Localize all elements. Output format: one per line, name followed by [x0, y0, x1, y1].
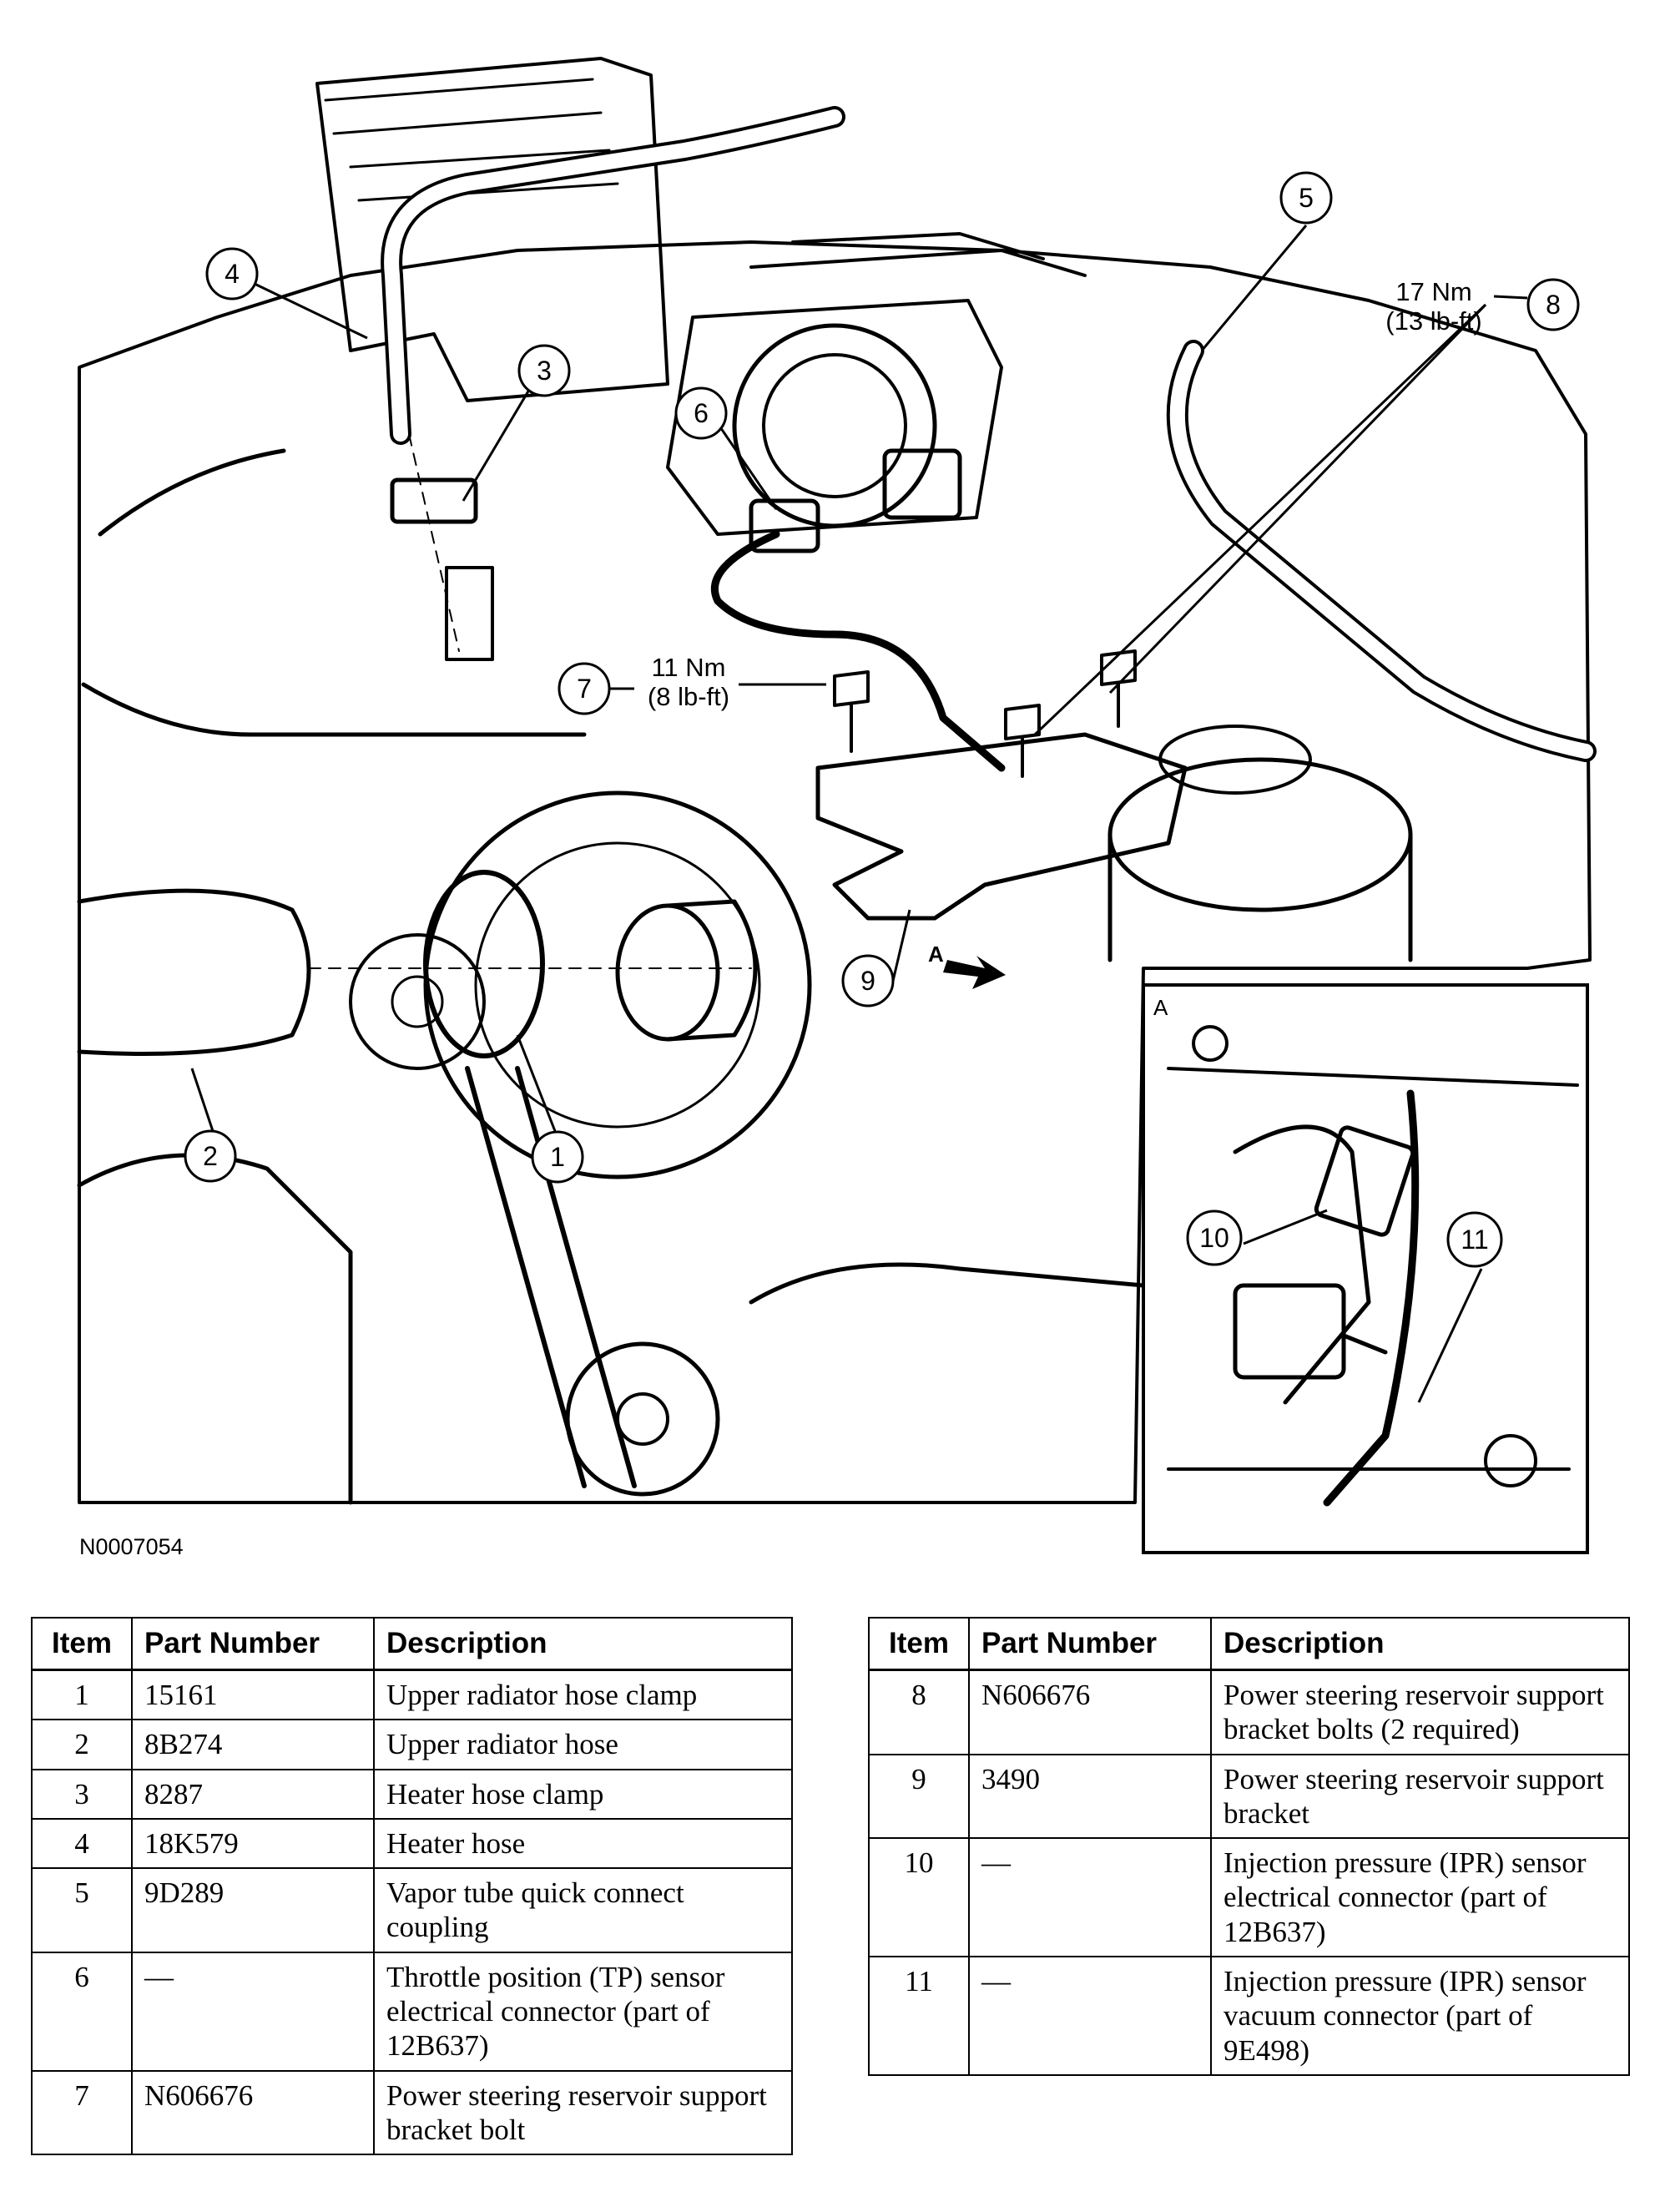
header-description: Description — [373, 1617, 793, 1671]
callout-8: 8 — [1546, 290, 1561, 320]
cell-item: 9 — [868, 1753, 970, 1840]
ps-bracket — [815, 732, 1188, 921]
cell-description: Throttle position (TP) sensor electrical… — [373, 1951, 793, 2072]
cell-part-number: — — [131, 1951, 375, 2072]
cell-item: 11 — [868, 1956, 970, 2076]
figure-id: N0007054 — [79, 1534, 184, 1559]
cell-item: 6 — [31, 1951, 133, 2072]
cell-item: 7 — [31, 2069, 133, 2156]
cell-part-number: — — [968, 1837, 1212, 1958]
callout-11: 11 — [1461, 1225, 1488, 1255]
callout-3: 3 — [537, 356, 552, 386]
header-description: Description — [1210, 1617, 1630, 1671]
cell-description: Power steering reservoir support bracket… — [1210, 1669, 1630, 1755]
upper-radiator-hose — [77, 888, 311, 1056]
cell-part-number: 9D289 — [131, 1867, 375, 1953]
table-row: 11—Injection pressure (IPR) sensor vacuu… — [868, 1956, 1630, 2076]
ipr-connector — [1314, 1125, 1415, 1237]
engine-diagram: 1 2 3 4 5 6 7 8 9 10 11 11 Nm (8 lb-ft) … — [77, 57, 1597, 1554]
callout-10: 10 — [1199, 1223, 1229, 1253]
heater-hose-clamp — [390, 477, 478, 524]
header-item: Item — [868, 1617, 970, 1671]
cell-description: Upper radiator hose clamp — [373, 1669, 793, 1721]
cell-description: Injection pressure (IPR) sensor electric… — [1210, 1837, 1630, 1958]
cell-description: Upper radiator hose — [373, 1719, 793, 1770]
bolt-8a — [1004, 704, 1041, 778]
callout-7: 7 — [577, 674, 592, 704]
inset-a-label: A — [1153, 995, 1168, 1020]
cell-description: Vapor tube quick connect coupling — [373, 1867, 793, 1953]
view-a-label: A — [928, 942, 944, 967]
cell-part-number: — — [968, 1956, 1212, 2076]
torque-7-nm: 11 Nm — [651, 653, 725, 682]
table-row: 6—Throttle position (TP) sensor electric… — [31, 1951, 793, 2072]
callout-4: 4 — [225, 259, 240, 289]
bolt-7 — [833, 670, 870, 753]
cell-part-number: 18K579 — [131, 1817, 375, 1870]
cell-part-number: 3490 — [968, 1753, 1212, 1840]
header-item: Item — [31, 1617, 133, 1671]
callout-9: 9 — [860, 966, 875, 996]
cell-part-number: N606676 — [131, 2069, 375, 2156]
ipr-vacuum-line — [1323, 1089, 1420, 1507]
cell-item: 8 — [868, 1669, 970, 1755]
cell-part-number: 8287 — [131, 1768, 375, 1820]
cell-description: Power steering reservoir support bracket — [1210, 1753, 1630, 1840]
cell-item: 5 — [31, 1867, 133, 1953]
cell-description: Power steering reservoir support bracket… — [373, 2069, 793, 2156]
drive-belt — [465, 1066, 637, 1488]
callout-6: 6 — [694, 398, 709, 428]
callout-1: 1 — [550, 1142, 565, 1172]
ipr-sensor — [1233, 1283, 1346, 1380]
cell-part-number: 15161 — [131, 1669, 375, 1721]
cell-item: 4 — [31, 1817, 133, 1870]
torque-7-lbft: (8 lb-ft) — [648, 682, 729, 711]
table-row: 10—Injection pressure (IPR) sensor elect… — [868, 1837, 1630, 1958]
ps-reservoir — [1107, 757, 1413, 912]
cell-description: Heater hose — [373, 1817, 793, 1870]
hose-clamp — [423, 870, 545, 1058]
callout-2: 2 — [203, 1141, 218, 1171]
cell-description: Injection pressure (IPR) sensor vacuum c… — [1210, 1956, 1630, 2076]
cell-item: 3 — [31, 1768, 133, 1820]
view-a-arrow — [943, 956, 1006, 989]
torque-8-lbft: (13 lb-ft) — [1385, 306, 1481, 336]
bolt-8b — [1100, 649, 1137, 728]
cell-item: 2 — [31, 1719, 133, 1770]
header-part-number: Part Number — [968, 1617, 1212, 1671]
tp-sensor-harness — [710, 530, 1006, 772]
torque-8-nm: 17 Nm — [1395, 277, 1471, 306]
cell-item: 10 — [868, 1837, 970, 1958]
header-part-number: Part Number — [131, 1617, 375, 1671]
cell-part-number: 8B274 — [131, 1719, 375, 1770]
cell-item: 1 — [31, 1669, 133, 1721]
engine-outline — [78, 240, 1592, 1504]
cell-description: Heater hose clamp — [373, 1768, 793, 1820]
cell-part-number: N606676 — [968, 1669, 1212, 1755]
callout-5: 5 — [1299, 183, 1314, 213]
control-module — [315, 57, 669, 402]
